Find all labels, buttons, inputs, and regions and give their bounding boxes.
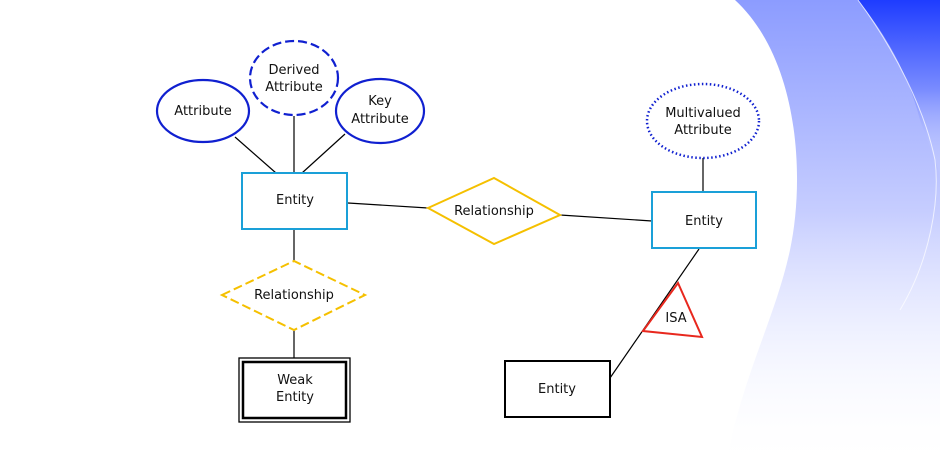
key-attribute-ellipse[interactable] (334, 77, 426, 145)
multivalued-attribute-label-line2: Attribute (674, 123, 731, 138)
relationship-center-label: Relationship (454, 204, 534, 219)
background-wave-light (725, 0, 940, 470)
entity-right-label: Entity (685, 214, 723, 229)
derived-attribute-label-line2: Attribute (265, 80, 322, 95)
background-wave-edge (857, 0, 937, 311)
entity-bottom-box[interactable] (504, 360, 611, 418)
background-wave-dark (858, 0, 940, 180)
relationship-weak-diamond[interactable] (219, 259, 368, 332)
relationship-center-diamond[interactable] (425, 176, 563, 246)
derived-attribute-label-line1: Derived (269, 63, 320, 78)
multivalued-attribute-label-line1: Multivalued (665, 106, 741, 121)
connector-entity-isa-entity (609, 248, 700, 379)
key-attribute-label-line2: Attribute (351, 112, 408, 127)
entity-left-box[interactable] (241, 172, 348, 230)
isa-triangle[interactable] (641, 281, 704, 339)
connector-entity-relationship (347, 202, 429, 209)
entity-right-box[interactable] (651, 191, 757, 249)
entity-left-label: Entity (276, 193, 314, 208)
weak-entity-label-line1: Weak (277, 373, 313, 388)
entity-bottom-label: Entity (538, 382, 576, 397)
isa-label: ISA (665, 311, 686, 326)
attribute-ellipse[interactable] (155, 78, 251, 144)
attribute-label: Attribute (174, 104, 231, 119)
connector-relationship-entity-right (559, 214, 653, 222)
key-attribute-label-line1: Key (368, 94, 392, 109)
connector-attribute-entity (234, 136, 277, 174)
weak-entity-inner-box (241, 360, 348, 420)
multivalued-attribute-ellipse[interactable] (645, 82, 761, 160)
weak-entity-label-line2: Entity (276, 390, 314, 405)
derived-attribute-ellipse[interactable] (248, 39, 340, 117)
connector-key-entity (301, 133, 346, 174)
relationship-weak-label: Relationship (254, 288, 334, 303)
